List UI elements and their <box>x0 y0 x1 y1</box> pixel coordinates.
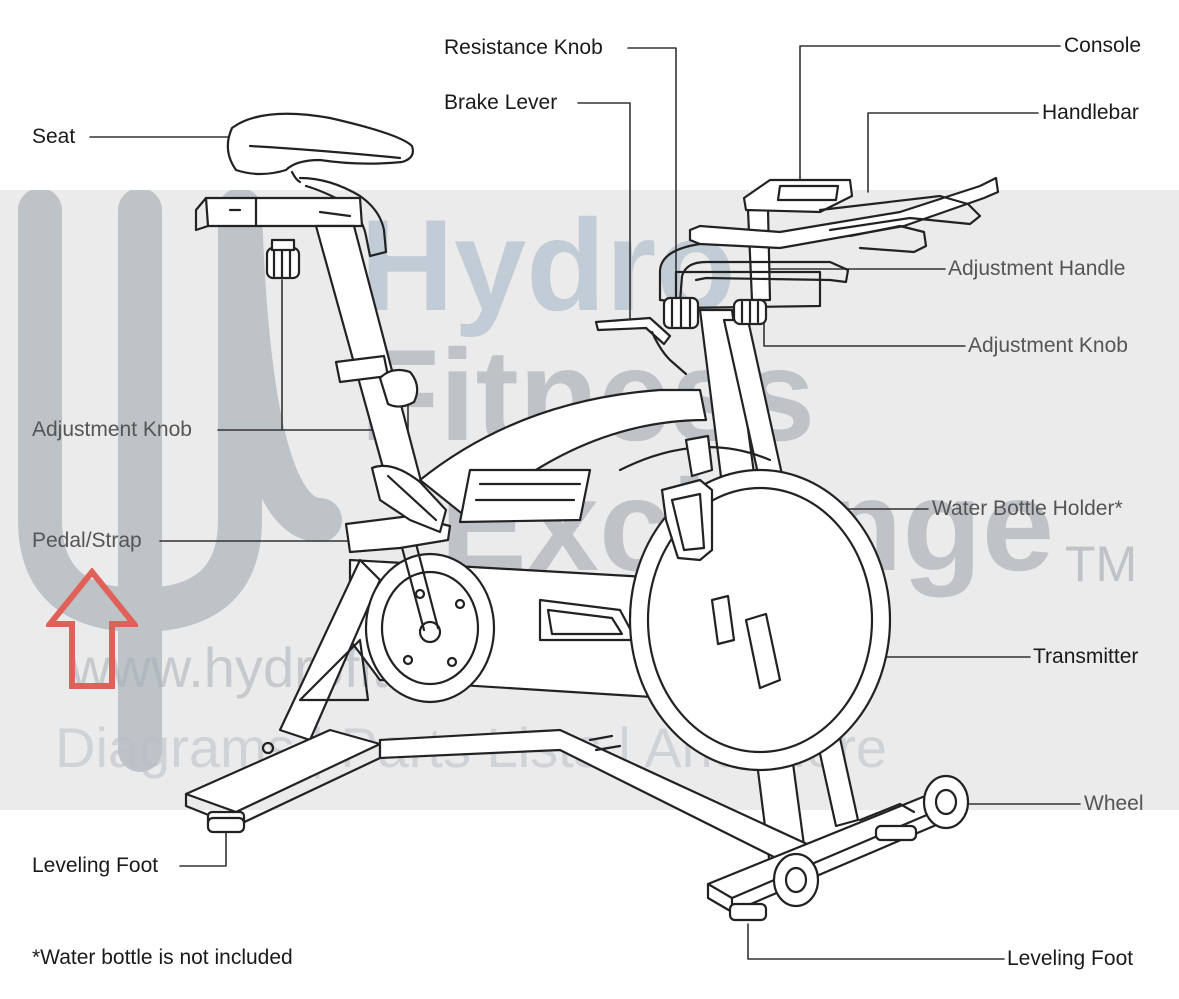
label-console: Console <box>1064 34 1142 57</box>
seat-post <box>314 224 428 502</box>
leveling-foot-right-shape <box>728 902 768 922</box>
seat-shape <box>226 112 414 258</box>
label-leveling-foot-left: Leveling Foot <box>32 854 159 877</box>
label-adjustment-knob-left: Adjustment Knob <box>32 418 192 441</box>
label-brake-lever: Brake Lever <box>444 91 558 114</box>
rear-base <box>184 728 382 830</box>
up-arrow-icon <box>46 568 138 689</box>
leader-adjustment-knob-right <box>763 321 966 347</box>
label-adjustment-handle: Adjustment Handle <box>948 257 1126 280</box>
label-pedal-strap: Pedal/Strap <box>32 529 142 552</box>
watermark-band <box>0 190 1179 810</box>
brake-lever-shape <box>594 316 688 376</box>
wheel-shape <box>772 774 970 908</box>
watermark-logo-icon <box>18 190 342 772</box>
resistance-knob-shape <box>662 296 700 330</box>
flywheel <box>618 446 892 772</box>
footnote: *Water bottle is not included <box>32 946 293 969</box>
leader-resistance-knob <box>627 47 677 301</box>
leader-handlebar <box>867 112 1039 193</box>
label-handlebar: Handlebar <box>1042 101 1139 124</box>
handlebar-shape <box>658 176 1000 310</box>
seat-knob <box>265 238 301 280</box>
console-shape <box>742 178 854 214</box>
label-leveling-foot-right: Leveling Foot <box>1007 947 1134 970</box>
label-wheel: Wheel <box>1084 792 1144 815</box>
seat-rail <box>194 196 364 232</box>
leader-console <box>799 45 1061 181</box>
label-adjustment-knob-right: Adjustment Knob <box>968 334 1128 357</box>
leader-leveling-foot-right <box>747 923 1005 960</box>
label-resistance-knob: Resistance Knob <box>444 36 603 59</box>
watermark-trademark: TM <box>1065 536 1138 592</box>
label-transmitter: Transmitter <box>1033 645 1139 668</box>
label-water-bottle-holder: Water Bottle Holder* <box>932 497 1123 520</box>
crank-assembly <box>364 534 496 704</box>
leveling-foot-left-shape <box>206 816 246 834</box>
pedal-strap-shape <box>344 464 452 554</box>
transmitter-shape <box>710 594 782 690</box>
water-bottle-holder-shape <box>660 434 714 562</box>
label-seat: Seat <box>32 125 76 148</box>
adjustment-knob-front <box>732 298 768 326</box>
leader-leveling-foot-left <box>179 829 227 867</box>
leader-brake-lever <box>577 102 631 319</box>
